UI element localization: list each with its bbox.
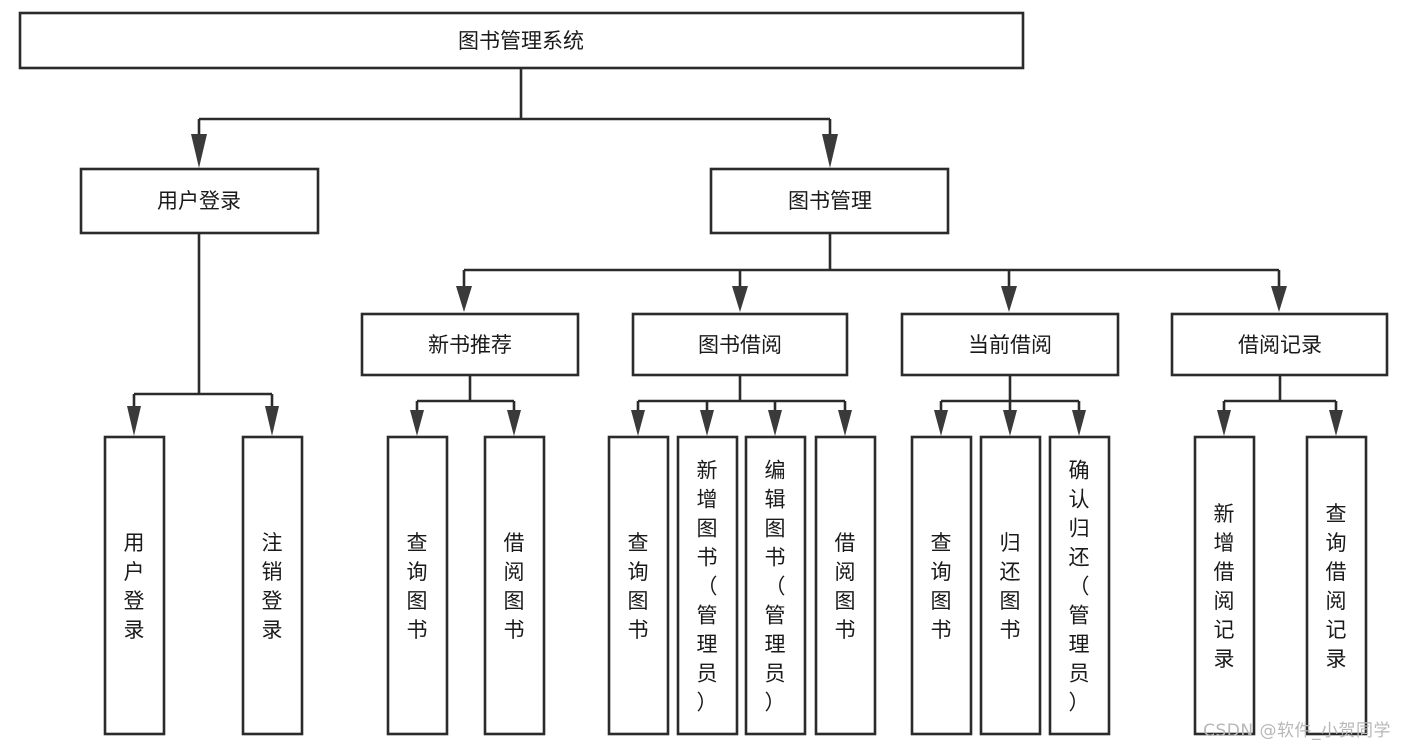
arrow-to-leaf-query-book-1 [410,410,424,436]
leaf-confirm-return-label: 确认归还（管理员） [1069,459,1090,715]
leaf-query-book-borrow-label: 查询图书 [628,531,649,642]
edges-borrow-record-to-leaves [1217,375,1343,436]
arrow-to-leaf-borrow-book-1 [507,410,521,436]
arrow-to-borrow-record [1271,286,1287,312]
arrow-to-leaf-query-record [1329,410,1343,436]
edges-root-to-level2 [191,68,838,168]
leaf-edit-book-box [744,435,807,736]
leaf-user-login-label: 用户登录 [124,531,145,642]
arrow-to-leaf-query-book-2 [631,410,645,436]
edges-book-borrow-to-leaves [631,375,852,436]
root-label: 图书管理系统 [458,29,584,53]
leaf-add-borrow-record-box [1193,435,1256,736]
leaf-borrow-book-recommend-box [483,435,546,736]
edges-current-borrow-to-leaves [934,375,1086,436]
book-borrow-box [631,312,849,377]
edges-user-login-to-leaves [127,233,279,436]
leaf-logout[interactable]: 注销登录 [241,435,304,736]
leaf-query-borrow-record[interactable]: 查询借阅记录 [1305,435,1368,736]
leaf-confirm-return-box [1048,435,1111,736]
leaf-add-borrow-record-label: 新增借阅记录 [1214,502,1235,671]
node-new-book-recommend[interactable]: 新书推荐 [360,312,580,377]
new-book-recommend-label: 新书推荐 [428,333,512,357]
leaf-logout-label: 注销登录 [262,531,283,642]
leaf-return-book-label: 归还图书 [1000,531,1021,642]
leaf-query-book-current[interactable]: 查询图书 [910,435,973,736]
leaf-logout-box [241,435,304,736]
arrow-to-leaf-confirm-return [1072,410,1086,436]
leaf-query-book-recommend-label: 查询图书 [407,531,428,642]
arrow-to-book-borrow [732,286,748,312]
leaf-query-book-current-label: 查询图书 [931,531,952,642]
book-manage-box [709,167,950,235]
edges-book-manage-to-level3 [456,233,1287,312]
node-root[interactable]: 图书管理系统 [18,11,1025,70]
leaf-borrow-book-borrow-box [814,435,877,736]
edges-new-book-recommend-to-leaves [410,375,521,436]
leaf-query-book-borrow[interactable]: 查询图书 [607,435,670,736]
arrow-to-new-book-recommend [456,286,472,312]
arrow-to-leaf-add-record [1217,410,1231,436]
leaf-borrow-book-borrow-label: 借阅图书 [835,531,856,642]
leaf-query-book-recommend[interactable]: 查询图书 [386,435,449,736]
leaf-add-borrow-record[interactable]: 新增借阅记录 [1193,435,1256,736]
leaf-add-book-box [676,435,739,736]
node-book-manage[interactable]: 图书管理 [709,167,950,235]
node-current-borrow[interactable]: 当前借阅 [900,312,1120,377]
arrow-to-book-manage [822,134,838,168]
leaf-edit-book[interactable]: 编辑图书（管理员） [744,435,807,736]
leaf-borrow-book-borrow[interactable]: 借阅图书 [814,435,877,736]
root-box [18,11,1025,70]
node-book-borrow[interactable]: 图书借阅 [631,312,849,377]
leaf-query-book-recommend-box [386,435,449,736]
leaf-borrow-book-recommend[interactable]: 借阅图书 [483,435,546,736]
borrow-record-label: 借阅记录 [1238,333,1322,357]
arrow-to-leaf-logout [265,406,279,436]
arrow-to-current-borrow [1001,286,1017,312]
leaf-query-book-borrow-box [607,435,670,736]
node-borrow-record[interactable]: 借阅记录 [1170,312,1389,377]
leaf-borrow-book-recommend-label: 借阅图书 [504,531,525,642]
current-borrow-box [900,312,1120,377]
book-manage-label: 图书管理 [788,189,872,213]
csdn-watermark: CSDN @软件_小贺同学 [1203,721,1391,741]
leaf-confirm-return[interactable]: 确认归还（管理员） [1048,435,1111,736]
arrow-to-leaf-return-book [1003,410,1017,436]
leaf-add-book-label: 新增图书（管理员） [697,459,718,715]
current-borrow-label: 当前借阅 [968,333,1052,357]
leaf-edit-book-label: 编辑图书（管理员） [765,459,786,715]
borrow-record-box [1170,312,1389,377]
arrow-to-leaf-edit-book [768,410,782,436]
leaf-user-login[interactable]: 用户登录 [103,435,166,736]
leaf-return-book[interactable]: 归还图书 [979,435,1042,736]
book-borrow-label: 图书借阅 [698,333,782,357]
leaf-add-book[interactable]: 新增图书（管理员） [676,435,739,736]
arrow-to-user-login [191,134,207,168]
leaf-query-borrow-record-label: 查询借阅记录 [1326,502,1347,671]
arrow-to-leaf-borrow-book-2 [838,410,852,436]
leaf-query-book-current-box [910,435,973,736]
arrow-to-leaf-user-login [127,406,141,436]
new-book-recommend-box [360,312,580,377]
leaf-return-book-box [979,435,1042,736]
leaf-query-borrow-record-box [1305,435,1368,736]
node-user-login[interactable]: 用户登录 [79,167,320,235]
user-login-label: 用户登录 [157,189,241,213]
leaf-user-login-box [103,435,166,736]
arrow-to-leaf-add-book [700,410,714,436]
arrow-to-leaf-query-book-3 [934,410,948,436]
